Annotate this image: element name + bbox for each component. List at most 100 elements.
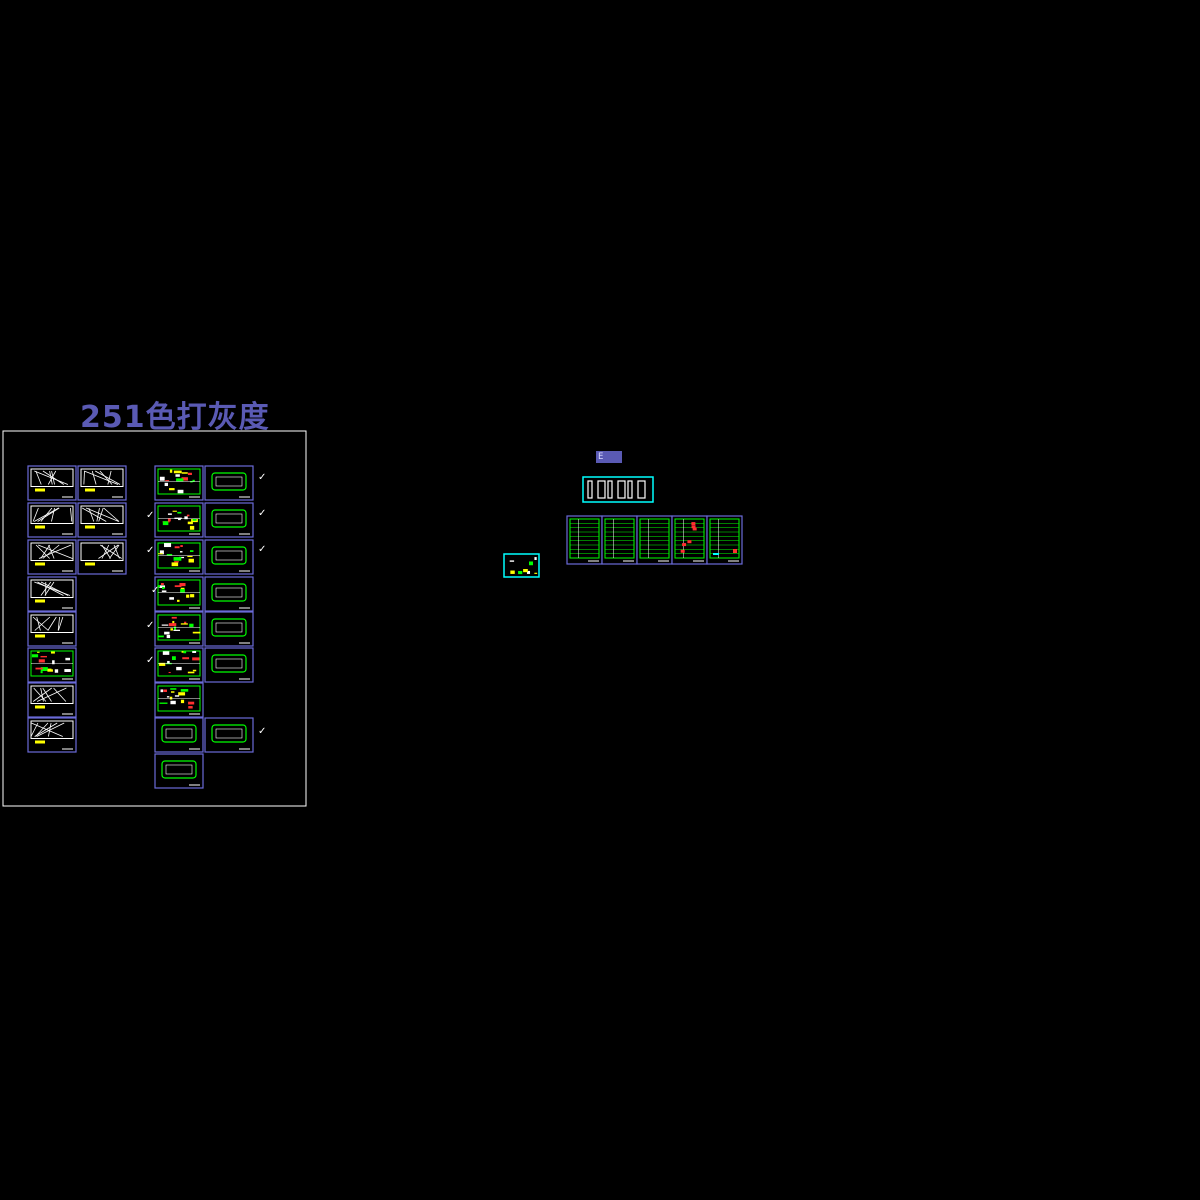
drawing-sheet[interactable]	[27, 539, 77, 575]
drawing-sheet[interactable]	[154, 682, 204, 718]
plan-line	[42, 544, 60, 559]
drawing-sheet[interactable]	[27, 717, 77, 753]
drawing-sheet[interactable]	[27, 502, 77, 538]
drawing-title: 251色打灰度	[80, 400, 270, 435]
detail-mark	[534, 557, 537, 560]
plan-note	[35, 488, 45, 492]
drawing-sheet[interactable]	[204, 539, 254, 575]
drawing-sheet[interactable]	[27, 611, 77, 647]
plan-detail	[162, 521, 169, 526]
plan-line	[40, 544, 51, 559]
plan-detail	[64, 669, 71, 672]
drawing-sheet[interactable]	[204, 465, 254, 501]
legend-mark	[713, 553, 719, 555]
sheet-border	[671, 515, 708, 565]
plan-outline	[30, 579, 74, 598]
elevation-column	[597, 480, 606, 499]
plan-inner	[215, 550, 243, 561]
plan-detail	[171, 656, 176, 661]
drawing-sheet[interactable]	[154, 539, 204, 575]
plan-detail	[159, 662, 166, 666]
plan-outline	[80, 542, 124, 561]
plan-note	[85, 525, 95, 529]
drawing-sheet[interactable]	[601, 515, 638, 565]
drawing-sheet[interactable]	[671, 515, 708, 565]
plan-outline	[30, 720, 74, 739]
drawing-sheet[interactable]	[154, 502, 204, 538]
plan-detail	[190, 594, 195, 598]
drawing-sheet[interactable]	[154, 576, 204, 612]
drawing-sheet[interactable]	[204, 611, 254, 647]
drawing-sheet[interactable]	[204, 576, 254, 612]
plan-detail	[192, 631, 201, 634]
plan-detail	[176, 478, 184, 482]
sheet-border	[154, 682, 204, 718]
plan-detail	[177, 489, 184, 494]
plan-detail	[180, 589, 185, 593]
drawing-sheet[interactable]	[27, 465, 77, 501]
plan-detail	[192, 479, 195, 482]
check-icon: ✓	[146, 510, 154, 521]
elevation-sheet[interactable]	[582, 476, 654, 503]
plan-detail	[174, 585, 182, 588]
plan-detail	[174, 561, 179, 563]
elevation-column	[587, 480, 593, 499]
table-outline	[604, 518, 635, 559]
detail-sheet[interactable]	[503, 553, 540, 578]
plan-note	[35, 634, 45, 638]
plan-detail	[158, 635, 164, 638]
plan-detail	[180, 699, 185, 704]
detail-mark	[523, 569, 528, 573]
plan-inner	[215, 622, 243, 633]
drawing-sheet[interactable]	[77, 539, 127, 575]
plan-detail	[180, 545, 183, 548]
drawing-sheet[interactable]	[27, 647, 77, 683]
plan-line	[32, 616, 49, 631]
check-icon: ✓	[151, 585, 159, 596]
drawing-sheet[interactable]	[27, 682, 77, 718]
plan-detail	[173, 626, 177, 630]
plan-outline	[211, 583, 247, 602]
plan-detail	[31, 654, 39, 658]
drawing-sheet[interactable]	[154, 753, 204, 789]
plan-detail	[40, 667, 48, 672]
elevation-column	[617, 480, 626, 499]
block-tag[interactable]: E	[596, 451, 622, 463]
plan-detail	[166, 634, 171, 639]
drawing-sheet[interactable]	[204, 647, 254, 683]
checkmarks: ✓✓✓✓✓✓✓✓✓	[146, 472, 266, 737]
drawing-sheet[interactable]	[27, 576, 77, 612]
plan-outline	[30, 505, 74, 524]
drawing-sheet[interactable]	[636, 515, 673, 565]
check-icon: ✓	[258, 544, 266, 555]
drawing-sheet[interactable]	[204, 502, 254, 538]
plan-outline	[211, 724, 247, 743]
drawing-sheet[interactable]	[204, 717, 254, 753]
plan-detail	[186, 514, 190, 517]
drawing-sheet[interactable]	[566, 515, 603, 565]
plan-detail	[189, 550, 194, 552]
drawing-sheet[interactable]	[77, 502, 127, 538]
drawing-sheet[interactable]	[154, 465, 204, 501]
plan-line	[70, 507, 73, 522]
schedule-mark	[691, 522, 696, 526]
sheet-border	[154, 539, 204, 575]
plan-outline	[30, 468, 74, 487]
plan-line	[103, 507, 120, 522]
drawing-sheet[interactable]	[77, 465, 127, 501]
drawing-sheet[interactable]	[706, 515, 743, 565]
plan-outline	[80, 505, 124, 524]
plan-line	[36, 722, 65, 737]
elevation-column	[637, 480, 646, 499]
plan-detail	[50, 651, 55, 654]
drawing-sheet[interactable]	[154, 647, 204, 683]
plan-line	[37, 581, 64, 596]
plan-detail	[180, 623, 188, 625]
plan-detail	[192, 669, 197, 672]
sheet-set	[27, 465, 254, 789]
detail-mark	[534, 572, 538, 574]
plan-detail	[158, 585, 162, 588]
drawing-sheet[interactable]	[154, 611, 204, 647]
drawing-sheet[interactable]	[154, 717, 204, 753]
